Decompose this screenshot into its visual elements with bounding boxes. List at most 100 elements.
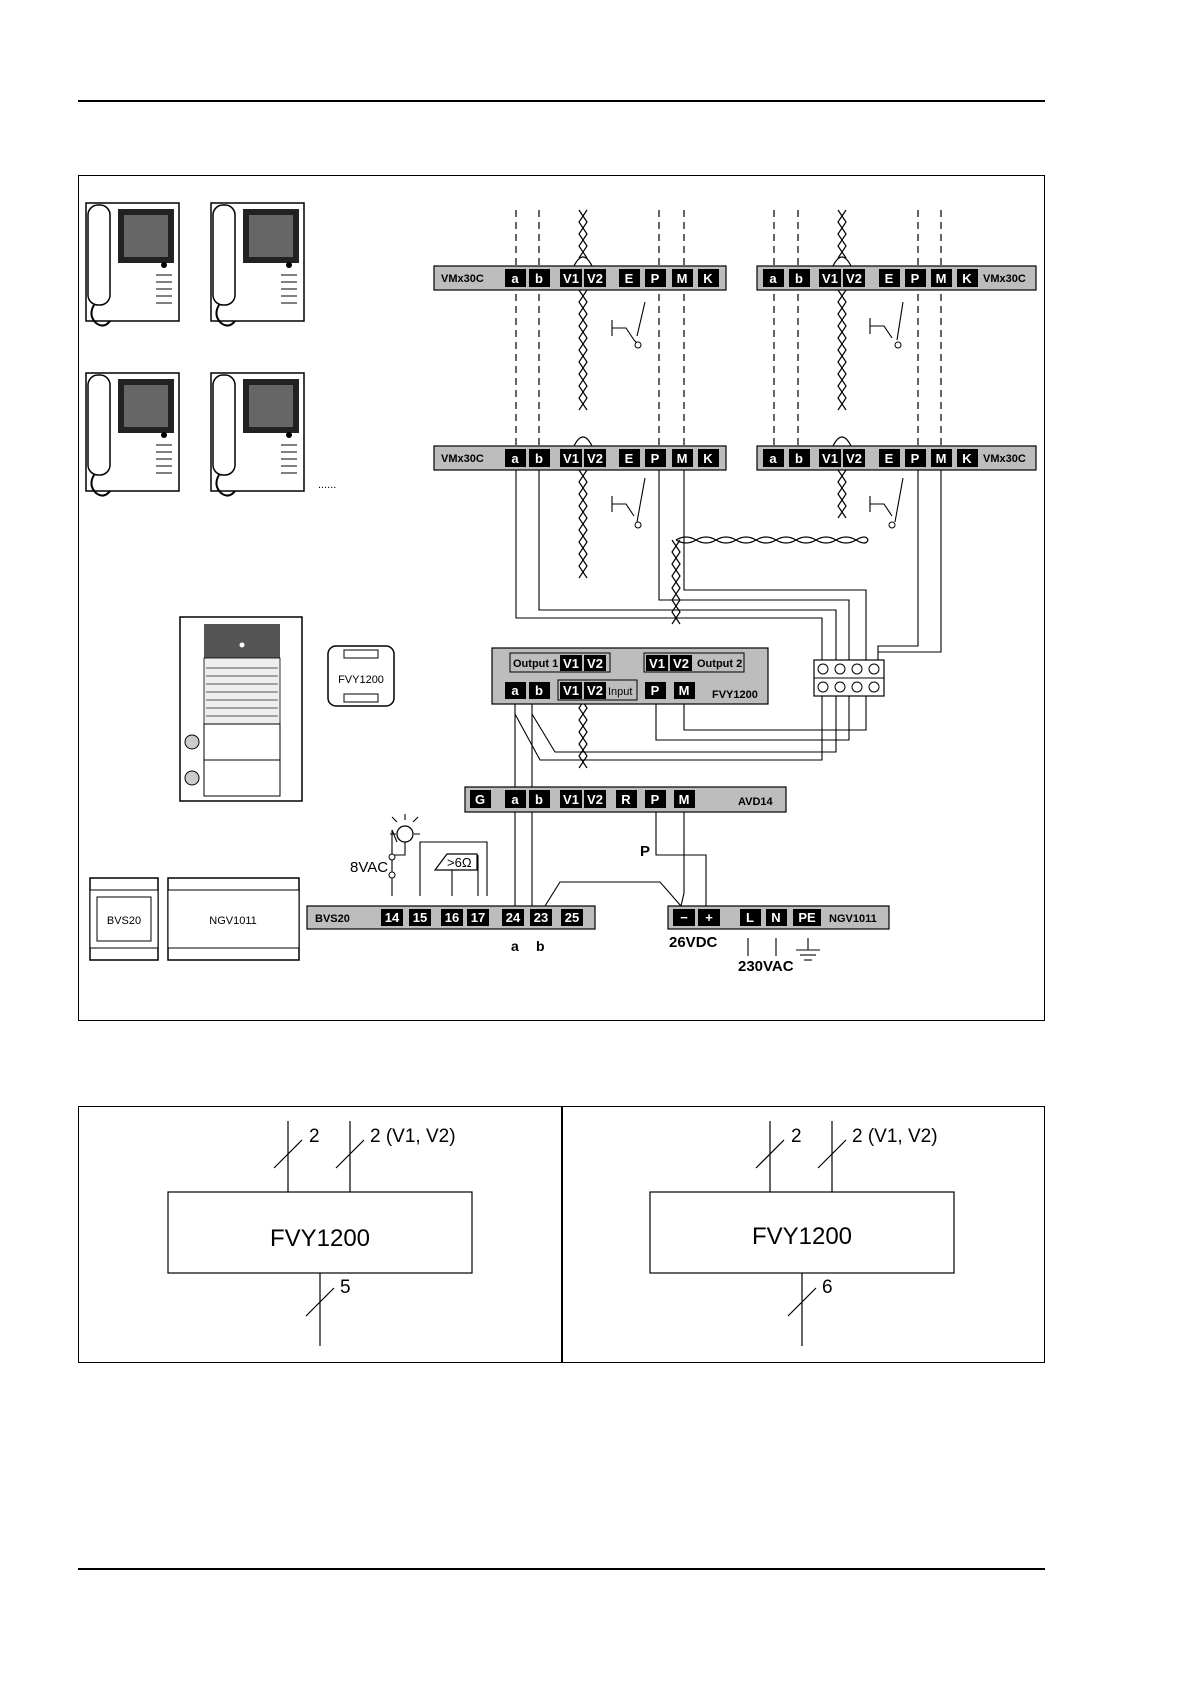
monitor-icon [210,372,305,497]
terminal-a: a [769,271,777,286]
terminal-k: K [962,271,972,286]
terminal-v1: V1 [822,271,838,286]
terminal-17: 17 [471,910,485,925]
terminal-p: P [651,792,660,807]
terminal-25: 25 [565,910,579,925]
label-8vac: 8VAC [350,859,388,876]
terminal-b: b [795,451,803,466]
label-a: a [511,938,519,954]
terminal-v2: V2 [587,792,603,807]
door-release-buttons [611,301,904,529]
output1-label: Output 1 [513,658,558,670]
terminal-k: K [703,451,713,466]
terminal-v2: V2 [587,271,603,286]
label-26vdc: 26VDC [669,934,718,951]
terminal-m: M [679,792,690,807]
fvy1200-label: FVY1200 [712,689,758,701]
fvy1200-module-label: FVY1200 [338,674,384,686]
monitor-icon [85,202,180,327]
right-top-right-count: 2 (V1, V2) [852,1126,938,1147]
door-station-illustration [179,616,303,802]
terminal-24: 24 [506,910,521,925]
vmx30c-label: VMx30C [441,453,484,465]
bvs20-module-illustration: BVS20 [89,877,159,961]
terminal-v2: V2 [587,683,603,698]
terminal-v1: V1 [563,683,579,698]
wiring-diagram-frame [78,175,1045,1021]
terminal-14: 14 [385,910,400,925]
terminal-v2: V2 [587,451,603,466]
terminal-v2: V2 [587,656,603,671]
block-diagram-divider [561,1106,563,1363]
fvy1200-module-illustration: FVY1200 [327,645,395,707]
terminal-p: P [651,683,660,698]
ngv1011-module-illustration: NGV1011 [167,877,300,961]
terminal-minus: − [680,910,688,925]
label-b: b [536,938,545,954]
bvs20-label: BVS20 [315,913,350,925]
terminal-23: 23 [534,910,548,925]
terminal-p: P [651,451,660,466]
bvs20-module-label: BVS20 [107,915,141,927]
footer-rule [78,1568,1045,1570]
terminal-v1: V1 [563,792,579,807]
vmx30c-mid-left-bar: VMx30C a b V1 V2 E P M K [433,445,727,471]
left-top-left-count: 2 [309,1126,320,1147]
block-diagrams: 2 2 (V1, V2) FVY1200 5 2 2 (V1, V2) FVY1… [167,1121,955,1346]
terminal-n: N [771,910,780,925]
more-monitors-dots: ...... [318,479,336,491]
terminal-m: M [936,451,947,466]
vmx30c-top-left-bar: VMx30C a b V1 V2 E P M K [433,265,727,291]
twisted-pair-wires [573,209,869,769]
terminal-v1: V1 [822,451,838,466]
terminal-a: a [511,451,519,466]
terminal-m: M [677,271,688,286]
terminal-e: E [885,271,894,286]
bvs20-bar: BVS20 14 15 16 17 24 23 25 [306,905,596,930]
terminal-v2: V2 [846,271,862,286]
fvy1200-bar: Output 1 V1 V2 V1 V2 Output 2 a b V1 V2 … [491,647,769,705]
light-bulb-icon [388,814,420,879]
terminal-a: a [769,451,777,466]
avd14-label: AVD14 [738,796,774,808]
terminal-p: P [911,271,920,286]
label-p: P [640,843,650,860]
ngv1011-label: NGV1011 [829,913,877,925]
terminal-e: E [885,451,894,466]
terminal-m: M [677,451,688,466]
terminal-a: a [511,792,519,807]
terminal-b: b [535,683,543,698]
label-230vac: 230VAC [738,958,794,975]
terminal-b: b [535,271,543,286]
terminal-b: b [795,271,803,286]
terminal-15: 15 [413,910,427,925]
terminal-p: P [911,451,920,466]
ngv1011-bar: − + L N PE NGV1011 [667,905,890,930]
resistor-label: >6Ω [447,855,472,870]
terminal-b: b [535,451,543,466]
terminal-k: K [962,451,972,466]
terminal-m: M [936,271,947,286]
terminal-k: K [703,271,713,286]
vmx30c-top-right-bar: a b V1 V2 E P M K VMx30C [756,265,1037,291]
terminal-g: G [475,792,485,807]
terminal-e: E [625,271,634,286]
terminal-v1: V1 [563,656,579,671]
terminal-a: a [511,271,519,286]
terminal-p: P [651,271,660,286]
terminal-v1: V1 [563,451,579,466]
terminal-v1: V1 [649,656,665,671]
input-label: Input [608,686,632,698]
monitor-icon [85,372,180,497]
terminal-b: b [535,792,543,807]
wiring-diagram: ...... FVY1200 BVS20 NGV1011 [85,202,1037,975]
terminal-16: 16 [445,910,459,925]
vmx30c-label: VMx30C [983,453,1026,465]
right-box-label: FVY1200 [752,1223,852,1250]
terminal-v2: V2 [673,656,689,671]
header-rule [78,100,1045,102]
avd14-bar: G a b V1 V2 R P M AVD14 [464,786,787,813]
terminal-m: M [679,683,690,698]
dashed-bus-lines [515,210,942,447]
terminal-r: R [621,792,631,807]
